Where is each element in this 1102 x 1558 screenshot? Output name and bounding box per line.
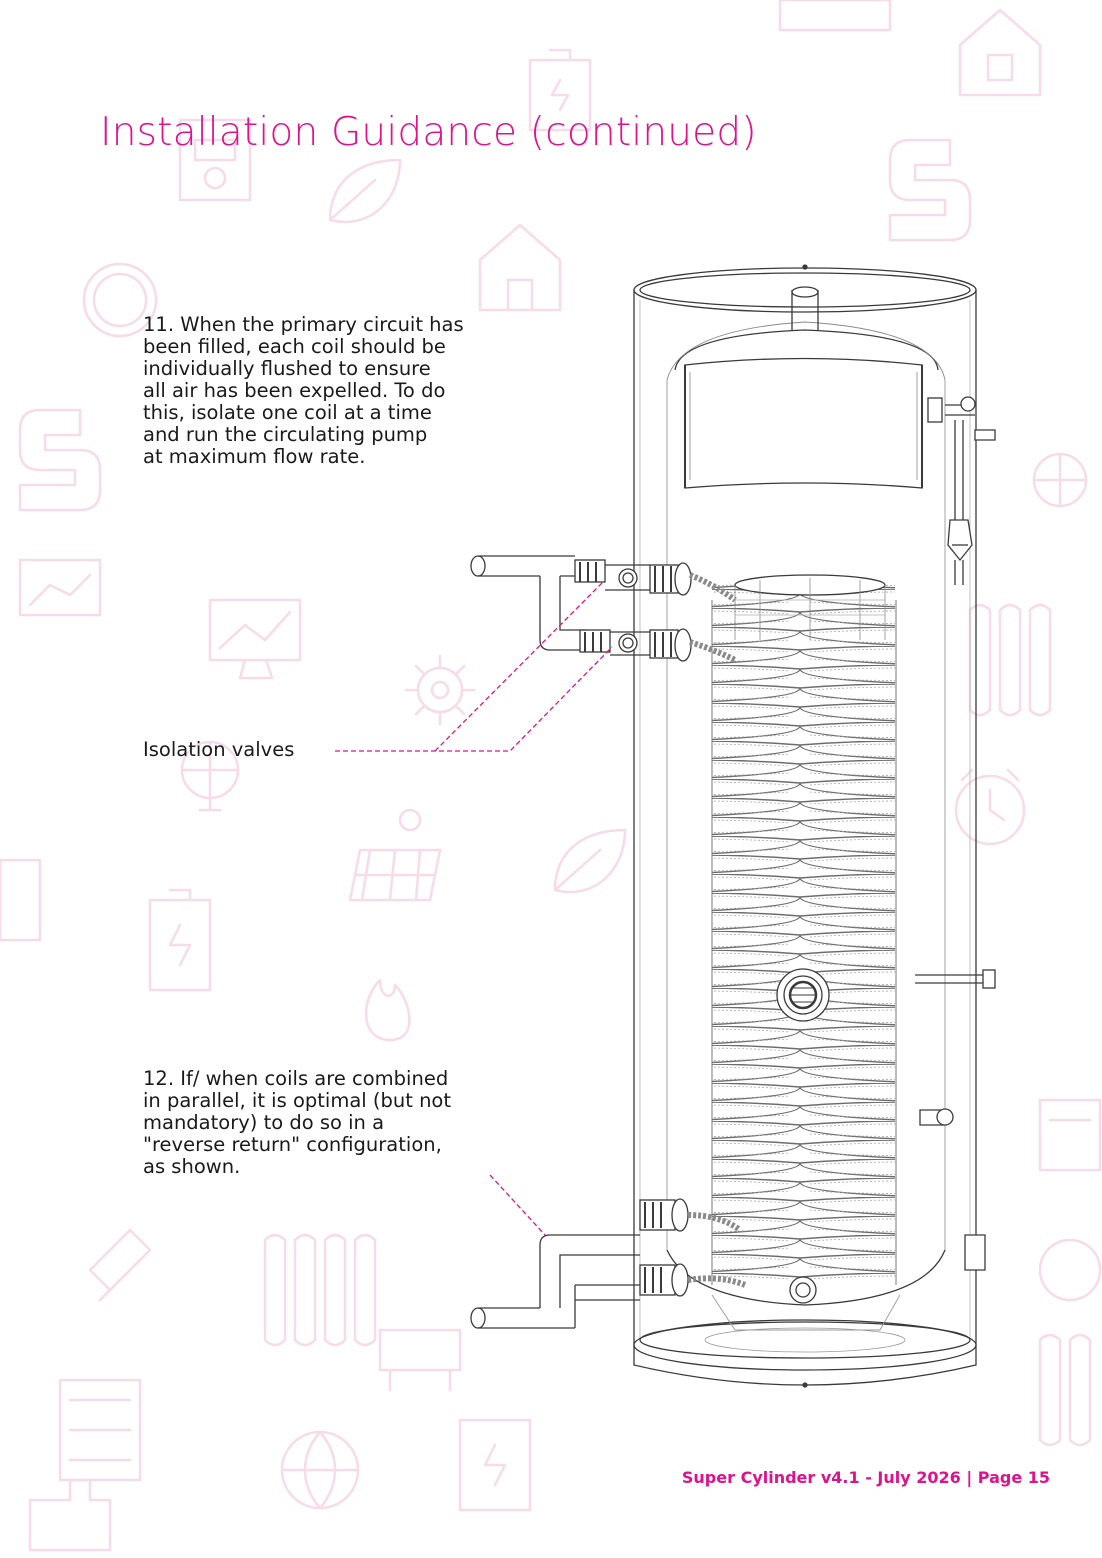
isolation-valve [579,628,692,662]
coil-connector [639,1263,689,1297]
page-title: Installation Guidance (continued) [100,110,757,155]
sensor-pocket-fitting [915,969,996,989]
flame-icon [1038,1098,1102,1172]
radiator-icon [263,1233,377,1347]
text-line: all air has been expelled. To do [143,379,446,402]
monitor-icon [778,0,892,32]
text-line: this, isolate one coil at a time [143,401,432,424]
sun-icon [348,808,442,902]
sun-icon [378,1328,462,1392]
text-line: in parallel, it is optimal (but not [143,1089,452,1112]
globe-icon [180,740,240,812]
page-footer: Super Cylinder v4.1 - July 2026 | Page 1… [681,1468,1050,1487]
globe-icon [1038,1238,1102,1302]
heat-exchanger-coil [711,574,897,1285]
monitor-icon [208,598,302,680]
isolation-valve [574,559,692,596]
bottom-dome [666,1249,946,1353]
text-line: been filled, each coil should be [143,335,446,358]
text-line: and run the circulating pump [143,423,428,446]
pressure-relief-valve [927,396,996,585]
gear-icon [1032,452,1088,508]
leaf-icon [888,138,972,242]
text-line: at maximum flow rate. [143,445,366,468]
battery-icon [528,48,592,132]
coil-connector [639,1198,689,1232]
gear-icon [404,654,476,726]
isolation-valves-label: Isolation valves [143,738,295,761]
bracket-plate [684,357,923,489]
text-line: as shown. [143,1155,241,1178]
flame-icon [364,978,411,1042]
house-icon [478,223,562,312]
step-11-text: 11. When the primary circuit has been fi… [143,314,563,468]
leaf-icon [553,828,627,894]
clock-icon [82,262,158,338]
house-icon [178,118,252,202]
upper-pipework [470,555,737,663]
callout-leaders [335,581,613,1236]
text-line: 11. When the primary circuit has [143,313,464,336]
globe-icon [280,1430,360,1510]
text-line: 12. If/ when coils are combined [143,1067,449,1090]
text-line: individually flushed to ensure [143,357,431,380]
monitor-icon [18,558,102,617]
drain-fitting [919,1108,954,1126]
radiator-icon [1038,1333,1092,1447]
leaf-icon [18,408,102,512]
radiator-icon [968,603,1052,717]
text-line: mandatory) to do so in a [143,1111,385,1134]
leaf-icon [328,158,402,224]
cylinder-shell [633,264,977,1388]
monitor-icon [458,1418,532,1512]
immersion-boss [964,1234,986,1271]
sun-icon [58,1378,142,1482]
lower-pipework [470,1198,747,1329]
gear-icon [88,1228,152,1302]
text-line: "reverse return" configuration, [143,1133,442,1156]
house-icon [958,8,1042,97]
battery-icon [148,888,212,992]
step-12-text: 12. If/ when coils are combined in paral… [143,1068,563,1178]
battery-icon [0,858,42,942]
house-icon [28,1478,112,1552]
top-dome [666,286,946,1250]
